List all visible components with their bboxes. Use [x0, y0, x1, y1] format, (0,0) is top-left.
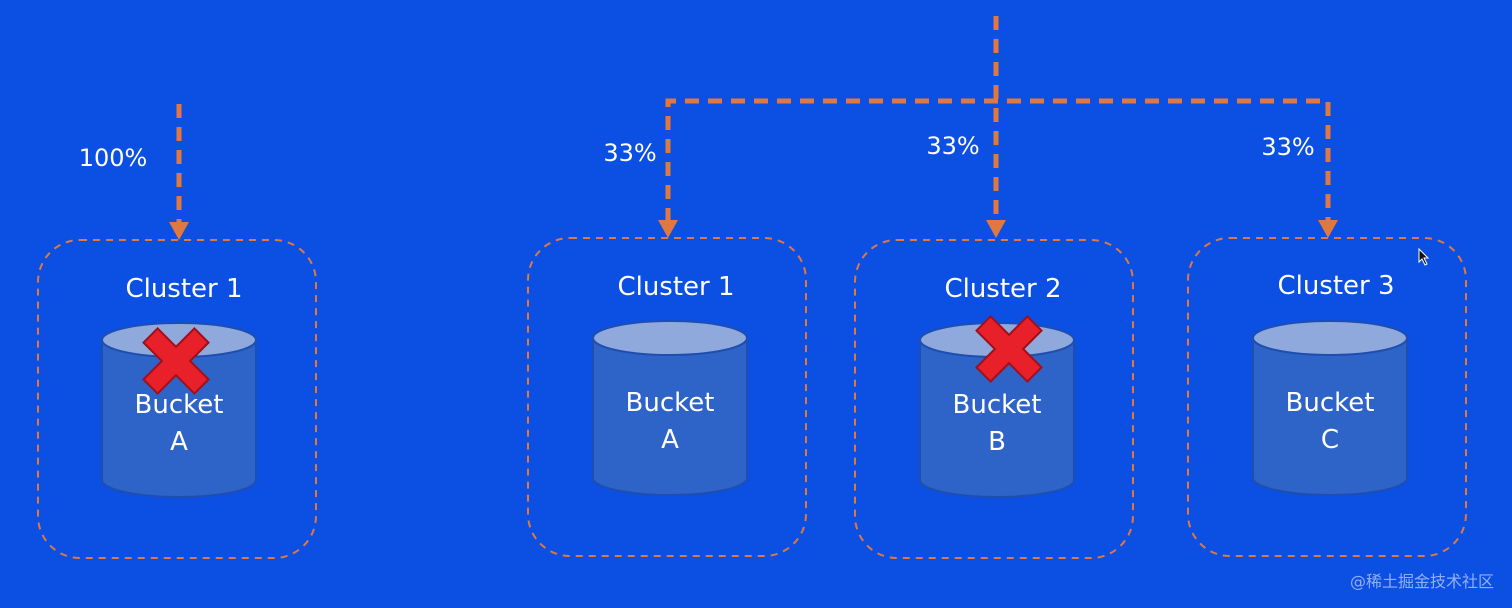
share-label-cluster-3: 33%: [1261, 133, 1314, 161]
left-scenario: 100% Cluster 1 Bucket A: [37, 104, 317, 559]
arrow-head-cluster-3: [1318, 220, 1338, 238]
arrow-head-cluster-1: [658, 220, 678, 238]
bucket-c-line1: Bucket: [1286, 388, 1375, 418]
arrow-head-cluster-2: [986, 220, 1006, 238]
cluster-3-label: Cluster 3: [1277, 271, 1394, 301]
share-label-cluster-1: 33%: [603, 139, 656, 167]
bucket-a-top: [592, 320, 748, 356]
left-cluster-box: [37, 239, 317, 559]
cluster-1-box: [527, 237, 807, 557]
right-cluster-3: Cluster 3 Bucket C: [1187, 237, 1467, 557]
share-label-cluster-2: 33%: [926, 132, 979, 160]
left-share-label: 100%: [79, 144, 148, 172]
left-bucket-line1: Bucket: [135, 390, 224, 420]
cluster-3-box: [1187, 237, 1467, 557]
cluster-2-label: Cluster 2: [944, 274, 1061, 304]
watermark-text: @稀土掘金技术社区: [1349, 572, 1494, 591]
bucket-b-line1: Bucket: [953, 390, 1042, 420]
right-cluster-1: Cluster 1 Bucket A: [527, 237, 807, 557]
bucket-a-line2: A: [661, 425, 679, 455]
cluster-1-label: Cluster 1: [617, 272, 734, 302]
left-bucket-body: [101, 339, 257, 498]
bucket-c-body: [1252, 337, 1408, 496]
mouse-cursor-icon: [1418, 247, 1430, 266]
left-bucket: Bucket A: [101, 322, 257, 498]
right-cluster-2: Cluster 2 Bucket B: [854, 239, 1134, 559]
bucket-a-body: [592, 337, 748, 496]
left-bucket-line2: A: [170, 427, 188, 457]
x-mark-icon: [975, 315, 1043, 383]
right-scenario: 33% 33% 33% Cluster 1 Bucket A Cluster 2…: [527, 16, 1467, 559]
bucket-c-line2: C: [1321, 425, 1339, 455]
left-arrow-head: [169, 222, 189, 240]
bucket-b-line2: B: [988, 427, 1006, 457]
x-mark-icon: [142, 327, 210, 395]
branch-flow-line: [665, 98, 1331, 222]
bucket-b-body: [919, 339, 1075, 498]
bucket-a-line1: Bucket: [626, 388, 715, 418]
left-cluster-label: Cluster 1: [125, 274, 242, 304]
bucket-c-top: [1252, 320, 1408, 356]
cluster-2-box: [854, 239, 1134, 559]
